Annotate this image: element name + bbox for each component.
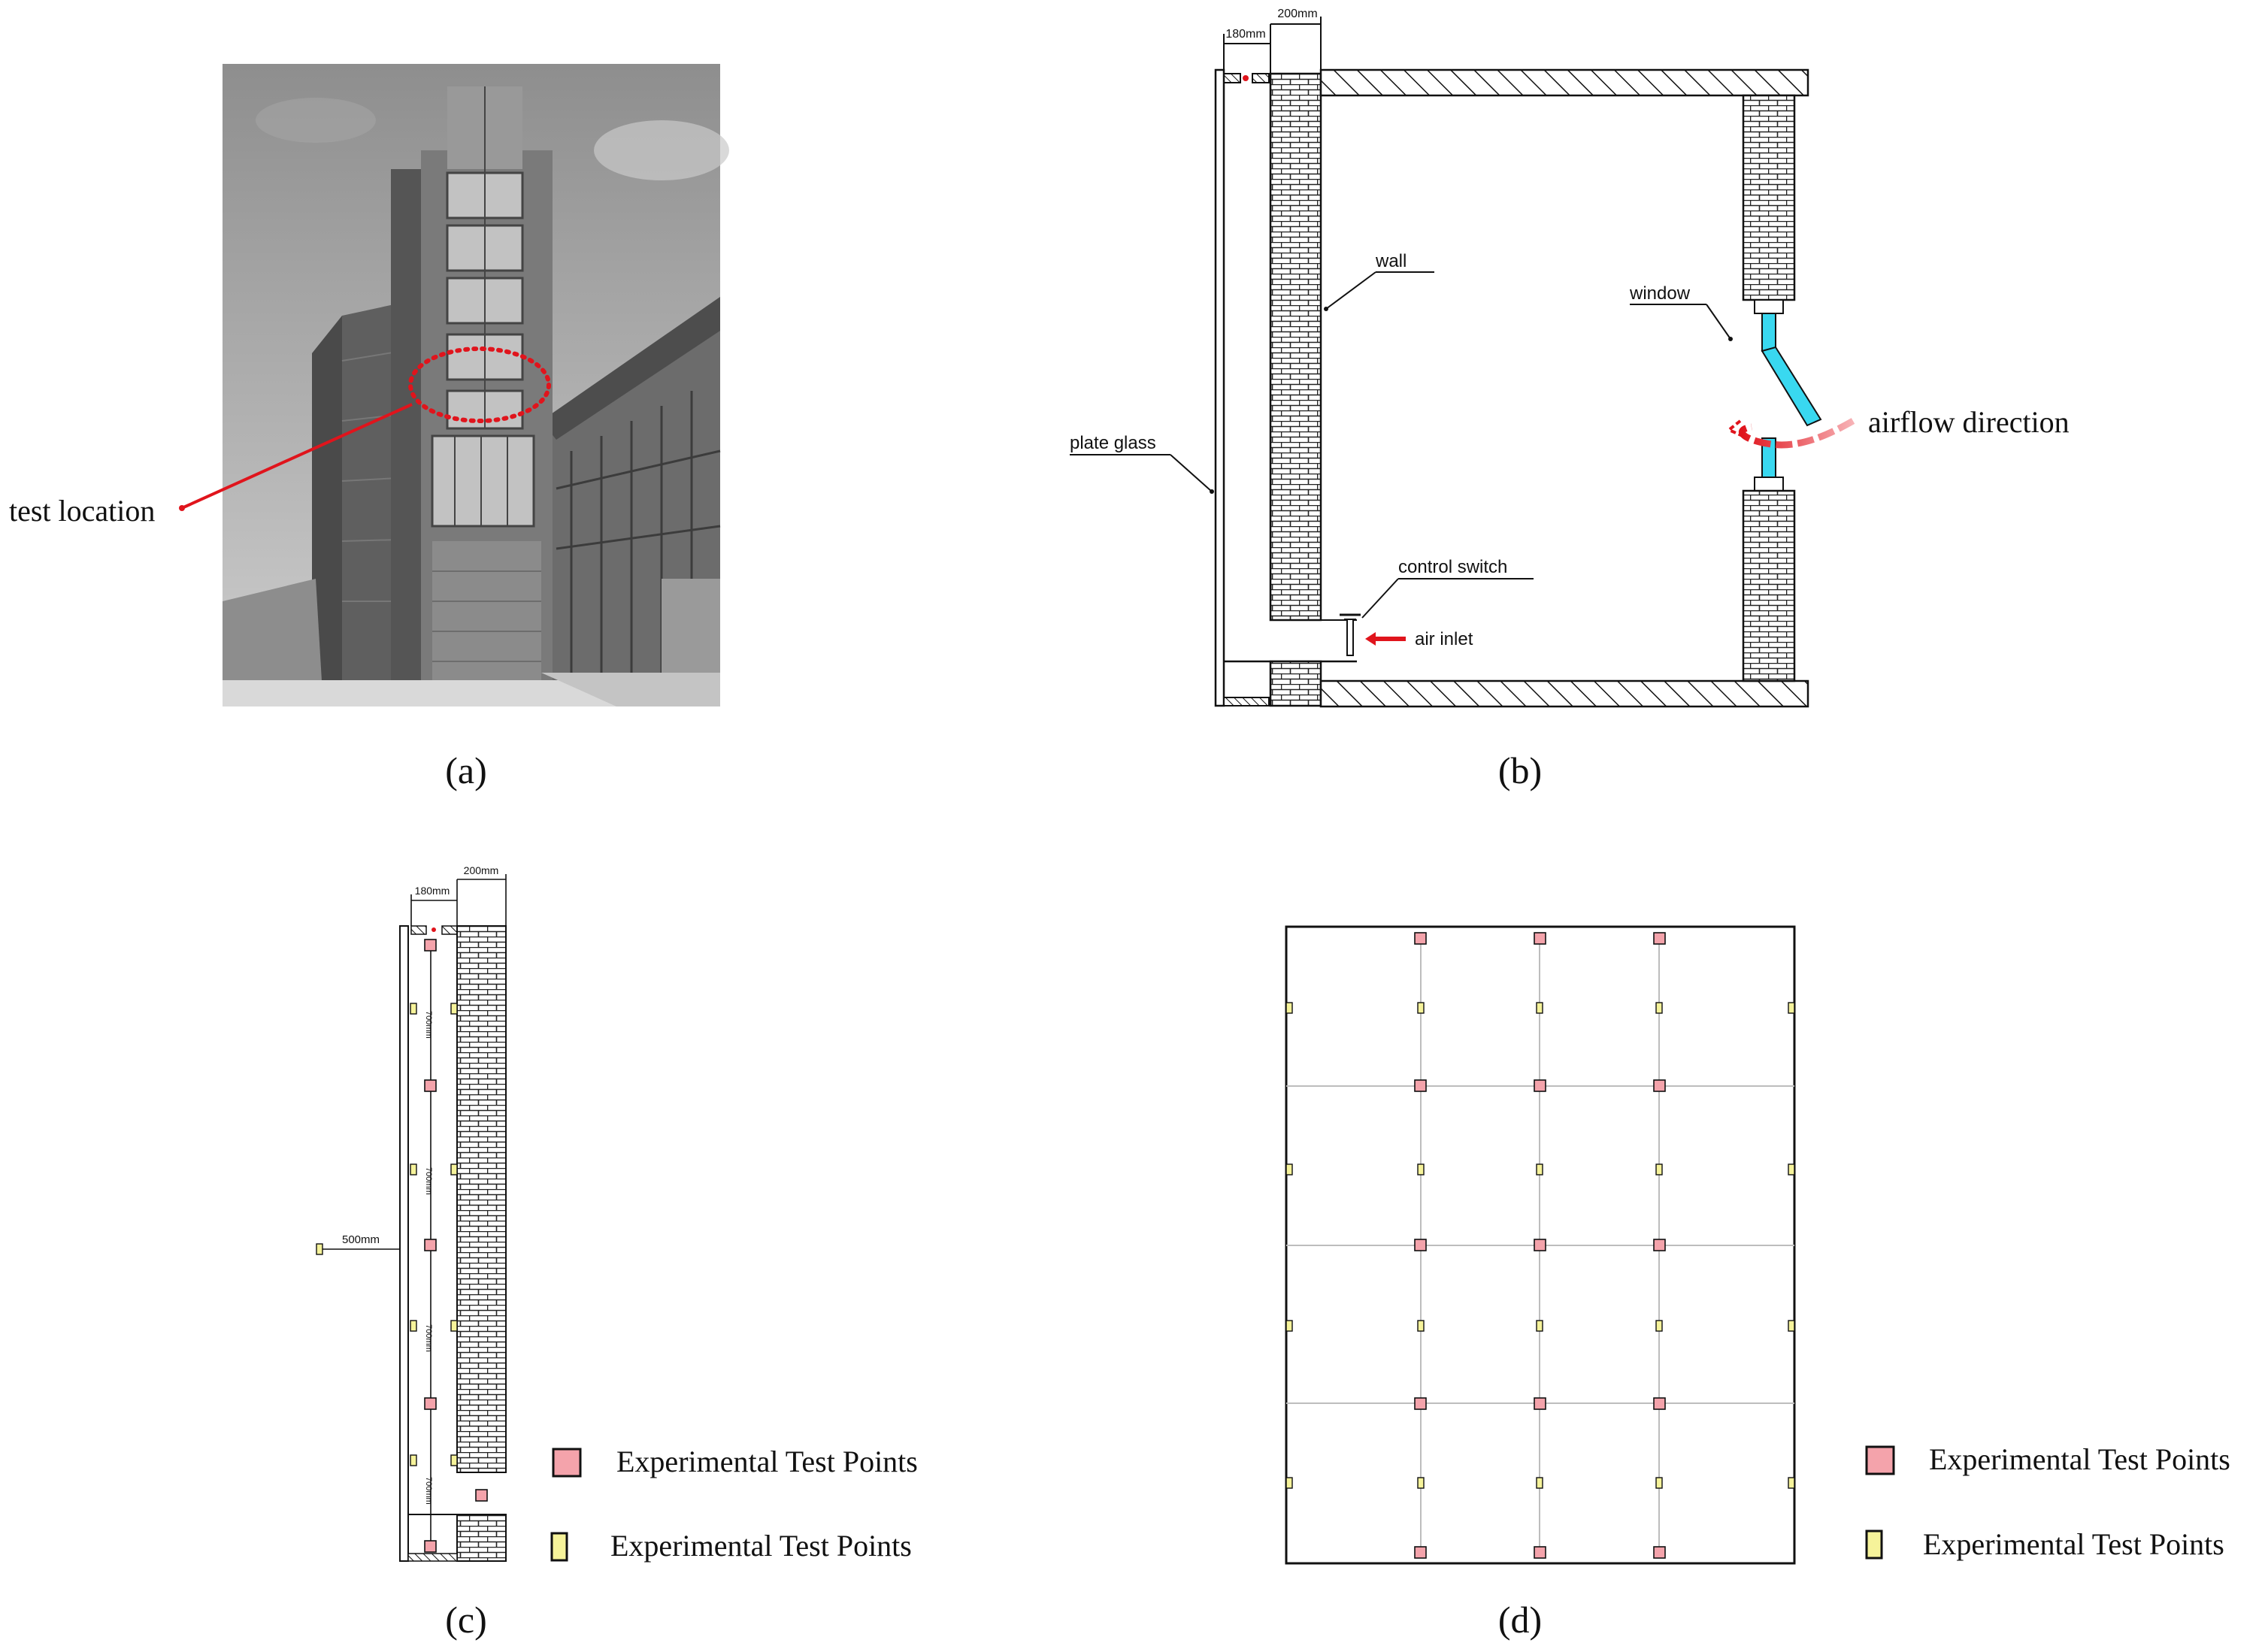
test-point-yellow [1536, 1320, 1543, 1332]
test-point-pink [1414, 932, 1427, 945]
test-point-yellow [1655, 1163, 1663, 1175]
test-point-pink [1414, 1397, 1427, 1410]
test-point-pink [475, 1489, 488, 1502]
test-point-yellow [1285, 1163, 1293, 1175]
test-point-yellow [1285, 1002, 1293, 1014]
dim-wall-b: 200mm [1277, 8, 1317, 20]
outside-offset-label: 500mm [342, 1233, 380, 1246]
legend-yellow-swatch [1865, 1529, 1883, 1560]
test-point-yellow [410, 1003, 417, 1015]
test-point-yellow [1536, 1002, 1543, 1014]
caption-a: (a) [445, 749, 487, 791]
control-switch-label: control switch [1398, 557, 1507, 577]
test-point-yellow [410, 1320, 417, 1332]
test-point-pink [1534, 1079, 1546, 1092]
test-point-yellow [1655, 1320, 1663, 1332]
spacing-label-1: 700mm [424, 1011, 433, 1039]
test-point-pink [424, 1397, 437, 1410]
test-point-pink [1414, 1546, 1427, 1559]
test-point-yellow [1655, 1002, 1663, 1014]
test-point-pink [424, 939, 437, 952]
test-point-yellow [450, 1003, 458, 1015]
test-point-yellow [1788, 1002, 1795, 1014]
test-point-yellow [1788, 1320, 1795, 1332]
test-point-yellow [1788, 1477, 1795, 1489]
legend-pink-label-d: Experimental Test Points [1929, 1442, 2230, 1476]
wall-c [456, 925, 507, 1473]
legend-pink-swatch [552, 1448, 582, 1478]
spacing-label-4: 700mm [424, 1477, 433, 1505]
test-point-yellow [410, 1163, 417, 1175]
panel-d: Experimental Test Points Experimental Te… [1285, 925, 2230, 1565]
air-inlet-label: air inlet [1415, 629, 1473, 649]
dim-cavity-c: 180mm [415, 885, 450, 897]
test-point-yellow-outside [316, 1243, 323, 1255]
test-point-yellow [410, 1454, 417, 1466]
test-point-yellow [450, 1163, 458, 1175]
test-point-pink [1534, 1239, 1546, 1251]
test-location-ellipse [408, 346, 551, 423]
test-point-pink [424, 1079, 437, 1092]
dim-wall-c: 200mm [464, 864, 499, 876]
test-point-yellow [1536, 1477, 1543, 1489]
test-point-pink [1414, 1079, 1427, 1092]
test-point-yellow [1536, 1163, 1543, 1175]
test-point-pink [1653, 1079, 1666, 1092]
control-switch [1340, 613, 1361, 656]
panel-c: 180mm 200mm 700mm 700mm 700mm 700mm [316, 864, 918, 1563]
test-point-yellow [1417, 1163, 1425, 1175]
test-point-yellow [1417, 1002, 1425, 1014]
wall-b [1269, 72, 1322, 622]
test-point-yellow [1285, 1320, 1293, 1332]
caption-c: (c) [445, 1599, 487, 1641]
test-point-pink [1534, 932, 1546, 945]
plate-glass-label: plate glass [1070, 433, 1156, 453]
test-location-leader [181, 403, 413, 510]
panel-b: 180mm 200mm [1070, 8, 2070, 708]
legend-yellow-label-d: Experimental Test Points [1923, 1527, 2224, 1561]
airflow-arrow [1738, 418, 1855, 449]
test-point-pink [1414, 1239, 1427, 1251]
window-sash-upper [1761, 313, 1776, 352]
test-point-yellow [1788, 1163, 1795, 1175]
test-point-pink [1534, 1397, 1546, 1410]
legend-yellow-label-c: Experimental Test Points [610, 1529, 912, 1563]
test-point-yellow [450, 1320, 458, 1332]
test-point-yellow [1417, 1477, 1425, 1489]
test-point-pink [1534, 1546, 1546, 1559]
test-point-pink [424, 1540, 437, 1553]
spacing-label-2: 700mm [424, 1167, 433, 1195]
window-label: window [1629, 283, 1691, 304]
panel-a: test location [9, 64, 729, 706]
test-point-pink [1653, 1397, 1666, 1410]
test-point-pink [1653, 1239, 1666, 1251]
legend-pink-swatch [1865, 1445, 1895, 1475]
test-point-pink [1653, 1546, 1666, 1559]
test-point-pink [424, 1239, 437, 1251]
legend-pink-label-c: Experimental Test Points [616, 1445, 918, 1478]
caption-d: (d) [1498, 1599, 1542, 1641]
airflow-label: airflow direction [1868, 405, 2070, 439]
spacing-label-3: 700mm [424, 1324, 433, 1352]
test-point-yellow [1417, 1320, 1425, 1332]
dim-cavity-b: 180mm [1225, 28, 1265, 41]
test-point-yellow [450, 1454, 458, 1466]
test-location-label: test location [9, 494, 155, 528]
legend-yellow-swatch [550, 1532, 568, 1562]
test-point-pink [1653, 932, 1666, 945]
test-point-yellow [1285, 1477, 1293, 1489]
caption-b: (b) [1498, 749, 1542, 791]
test-point-yellow [1655, 1477, 1663, 1489]
wall-label: wall [1375, 251, 1407, 271]
